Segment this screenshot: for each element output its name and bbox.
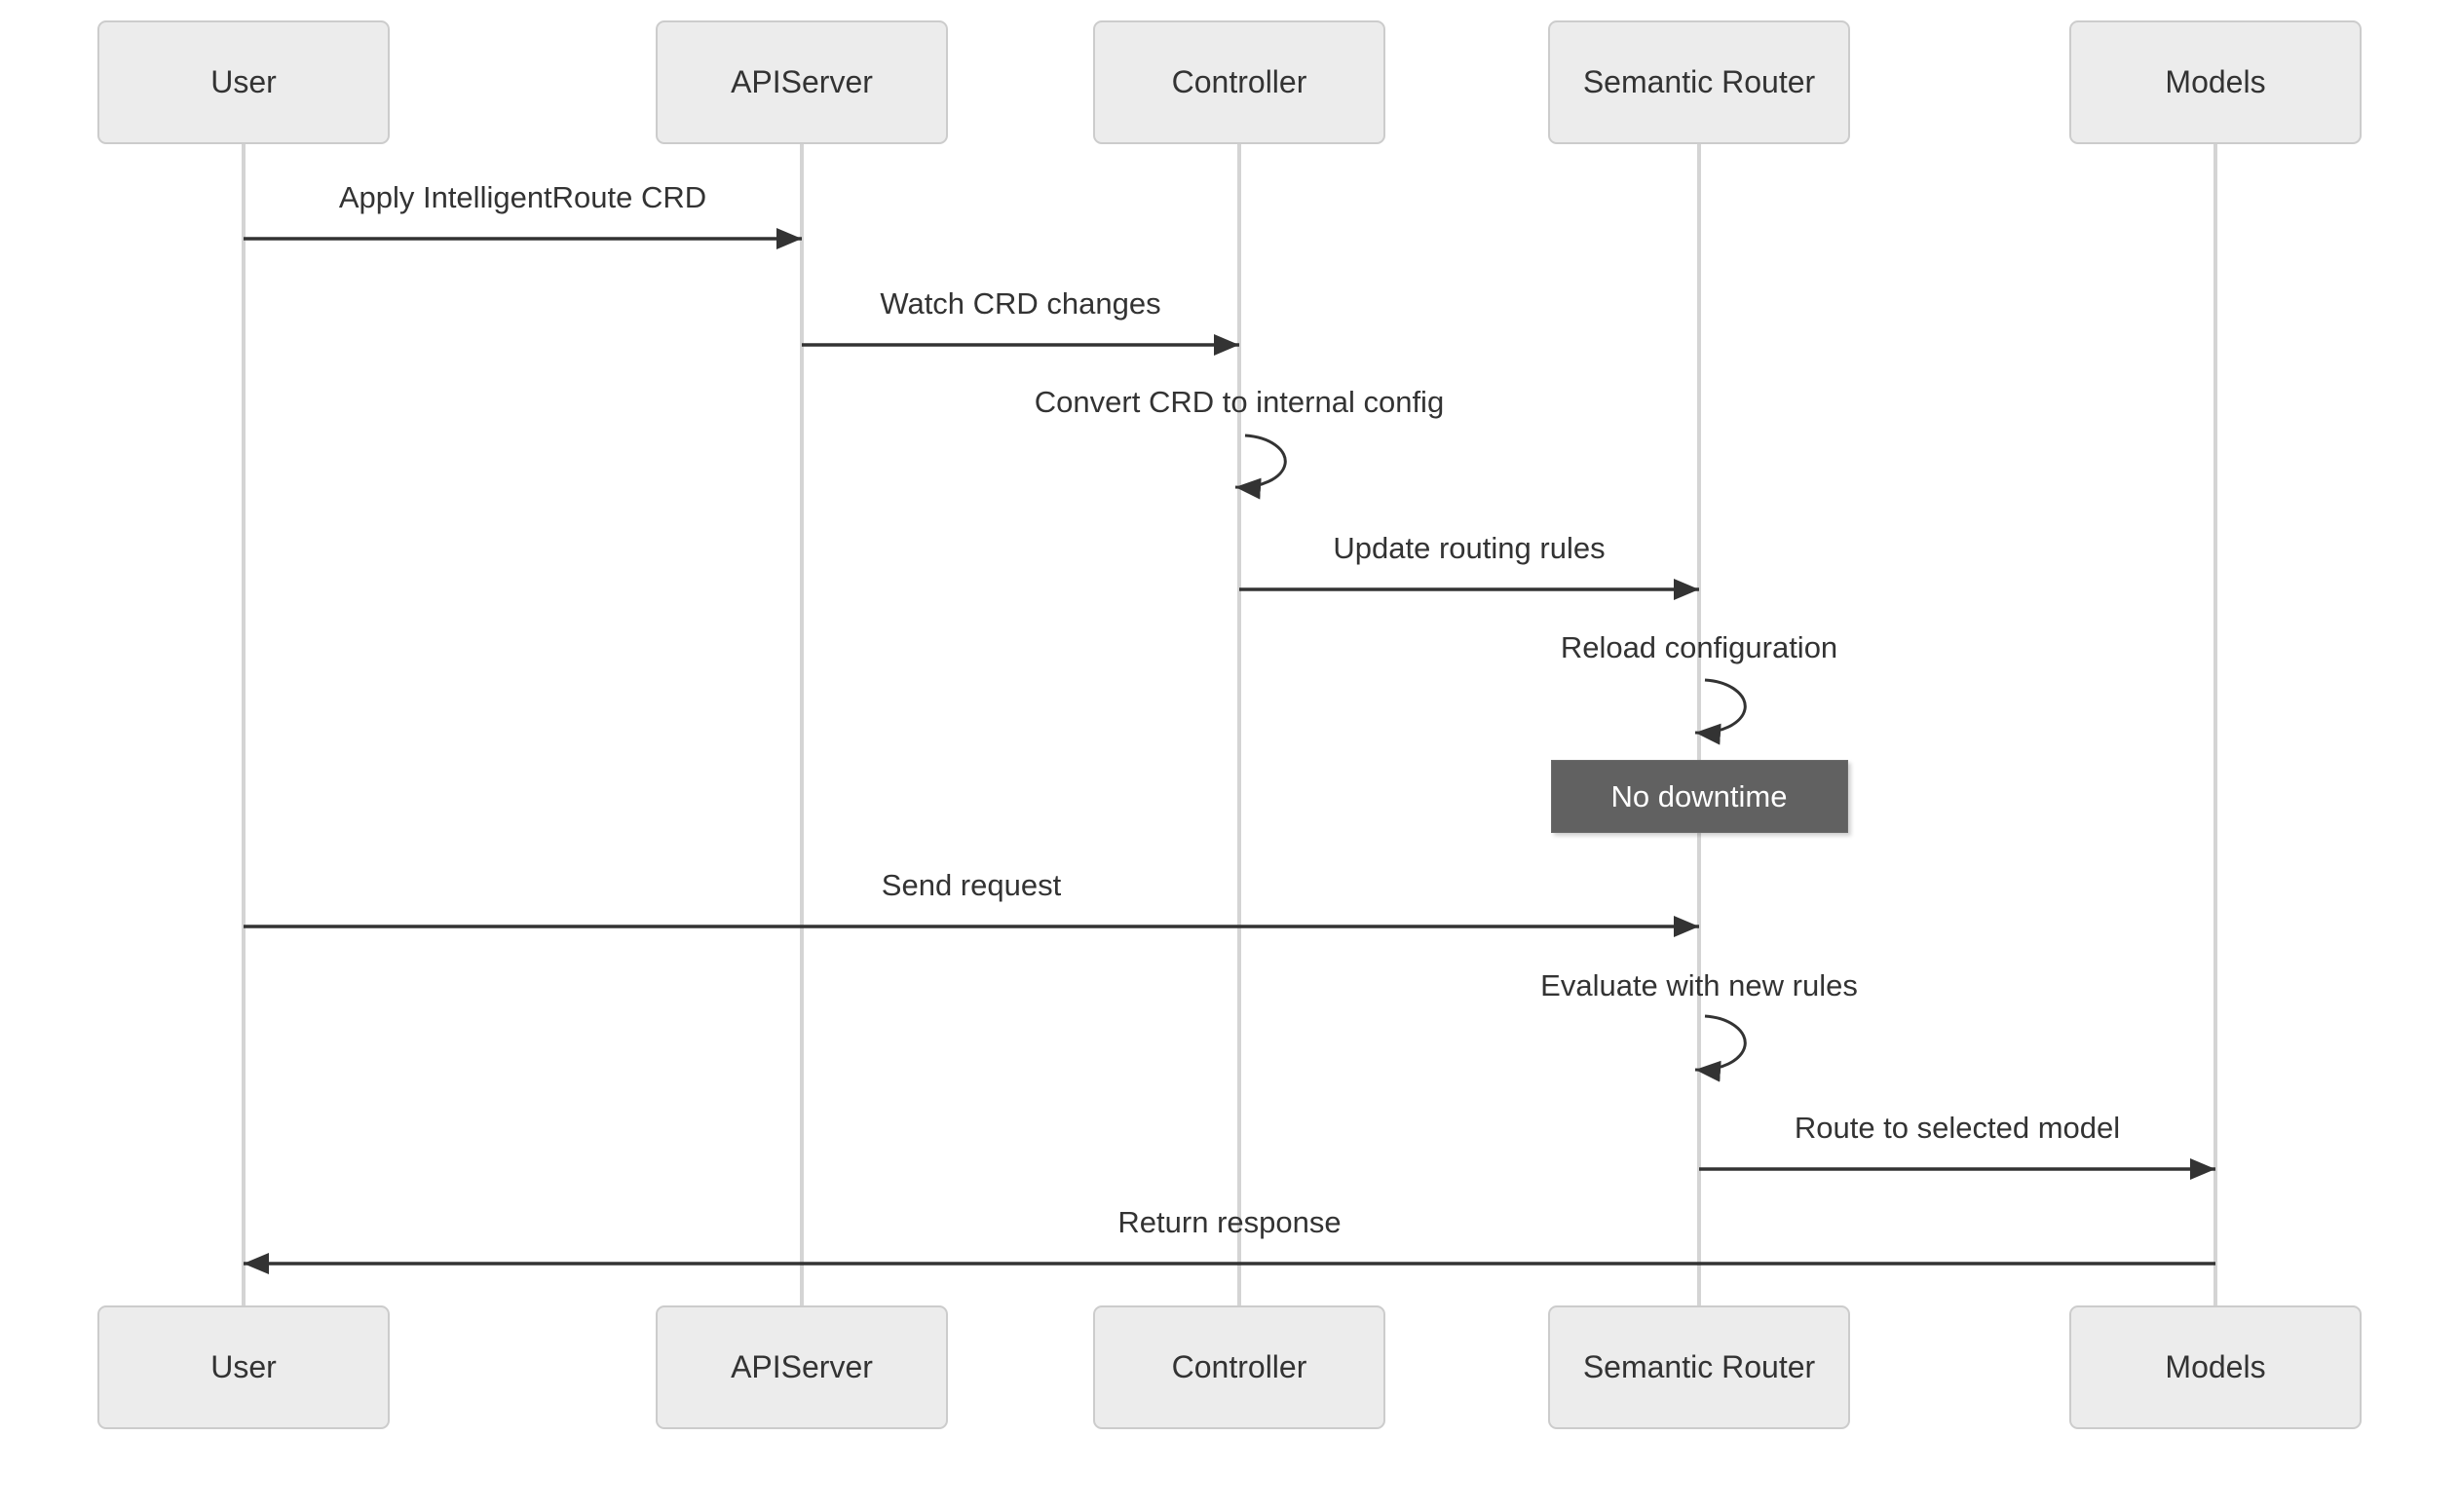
actor-box-apiserver-top: APIServer xyxy=(656,20,948,144)
actor-box-controller-bottom: Controller xyxy=(1093,1305,1385,1429)
actor-box-controller-top: Controller xyxy=(1093,20,1385,144)
actor-label-apiserver-bottom: APIServer xyxy=(731,1349,873,1384)
note-5: No downtime xyxy=(1550,760,1848,833)
actor-box-models-bottom: Models xyxy=(2069,1305,2362,1429)
actor-label-controller-top: Controller xyxy=(1171,64,1307,99)
message-label-9: Return response xyxy=(1117,1205,1342,1239)
actor-label-user-bottom: User xyxy=(210,1349,277,1384)
message-label-1: Watch CRD changes xyxy=(880,286,1161,321)
message-label-3: Update routing rules xyxy=(1333,531,1606,565)
message-label-7: Evaluate with new rules xyxy=(1540,968,1858,1002)
message-label-2: Convert CRD to internal config xyxy=(1034,385,1445,419)
message-label-0: Apply IntelligentRoute CRD xyxy=(338,180,707,214)
actor-label-models-top: Models xyxy=(2165,64,2266,99)
actor-box-models-top: Models xyxy=(2069,20,2362,144)
actor-box-semantic-router-top: Semantic Router xyxy=(1548,20,1850,144)
actor-box-apiserver-bottom: APIServer xyxy=(656,1305,948,1429)
message-label-4: Reload configuration xyxy=(1560,630,1838,664)
self-loop-arrow-2 xyxy=(1234,434,1287,500)
actor-label-semantic-router-top: Semantic Router xyxy=(1582,64,1816,99)
actor-label-semantic-router-bottom: Semantic Router xyxy=(1582,1349,1816,1384)
actor-box-user-bottom: User xyxy=(97,1305,390,1429)
self-loop-arrow-7 xyxy=(1694,1014,1747,1082)
actor-label-apiserver-top: APIServer xyxy=(731,64,873,99)
self-loop-arrow-4 xyxy=(1694,678,1747,745)
message-label-6: Send request xyxy=(881,868,1062,902)
actor-box-semantic-router-bottom: Semantic Router xyxy=(1548,1305,1850,1429)
actor-label-controller-bottom: Controller xyxy=(1171,1349,1307,1384)
actor-label-user-top: User xyxy=(210,64,277,99)
actor-label-models-bottom: Models xyxy=(2165,1349,2266,1384)
message-label-8: Route to selected model xyxy=(1794,1111,2121,1145)
actor-box-user-top: User xyxy=(97,20,390,144)
